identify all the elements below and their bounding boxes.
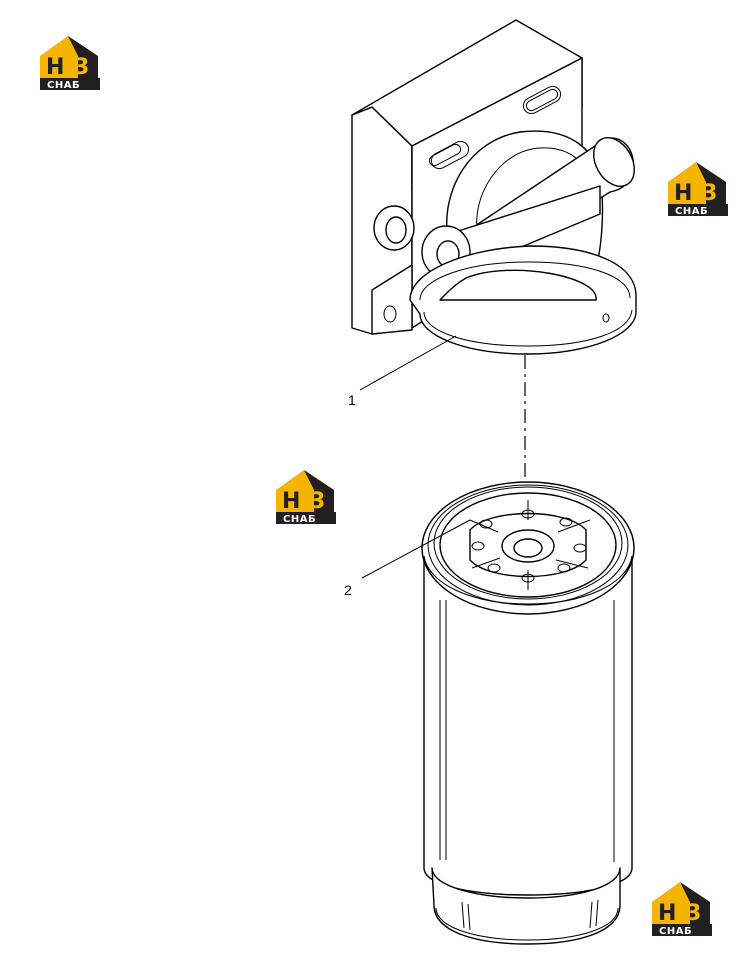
logo-word: СНАБ	[47, 80, 80, 91]
logo-monogram-left: H	[282, 489, 300, 514]
logo-monogram-left: H	[674, 181, 692, 206]
callout-2: 2	[344, 519, 471, 598]
logo-monogram-right: 3	[686, 901, 701, 926]
house-logo-icon: H 3 СНАБ	[666, 160, 730, 218]
callout-label-2: 2	[344, 582, 352, 598]
house-logo-icon: H 3 СНАБ	[38, 34, 102, 92]
filter-head-bracket	[351, 19, 637, 355]
logo-word: СНАБ	[283, 514, 316, 525]
logo-monogram-right: 3	[310, 489, 325, 514]
house-logo-icon: H 3 СНАБ	[650, 880, 714, 938]
spin-on-filter	[421, 481, 635, 945]
callout-1: 1	[348, 335, 457, 408]
logo-word: СНАБ	[659, 926, 692, 937]
logo-monogram-right: 3	[702, 181, 717, 206]
logo-word: СНАБ	[675, 206, 708, 217]
logo-monogram-left: H	[658, 901, 676, 926]
callout-label-1: 1	[348, 392, 356, 408]
logo-monogram-right: 3	[74, 55, 89, 80]
logo-monogram-left: H	[46, 55, 64, 80]
house-logo-icon: H 3 СНАБ	[274, 468, 338, 526]
